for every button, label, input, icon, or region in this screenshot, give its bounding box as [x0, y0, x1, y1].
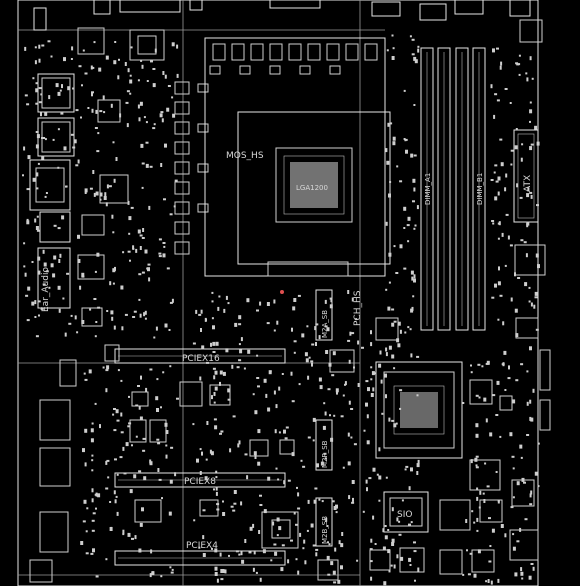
pcie-x16-slot[interactable]: [114, 348, 286, 364]
pciex4-label: PCIEX4: [186, 541, 218, 551]
mid-components: [131, 381, 299, 549]
top-connectors[interactable]: [33, 0, 531, 31]
mos-hs-label: MOS_HS: [226, 151, 264, 161]
chipset-pch[interactable]: [375, 361, 463, 459]
ear-audio-label: Ear_Audio: [41, 267, 51, 312]
vrm-phases-top: [209, 43, 378, 75]
pch-hs-label: PCH_HS: [353, 290, 363, 326]
left-components: [29, 99, 167, 583]
atx-power-connector[interactable]: [513, 129, 539, 223]
rear-io-panel[interactable]: [29, 27, 165, 309]
pciex8-label: PCIEX8: [184, 477, 216, 487]
m2a-label: M2A_SB: [321, 310, 329, 338]
pciex16-label: PCIEX16: [182, 354, 220, 364]
accent-marker: [280, 290, 284, 294]
cpu-socket-label: LGA1200: [296, 184, 328, 192]
dimm-slots[interactable]: [420, 47, 486, 331]
solder-pads: [22, 34, 540, 586]
super-io-chip[interactable]: [383, 491, 429, 533]
sio-label: SIO: [397, 510, 412, 520]
dimm-a1-label: DIMM_A1: [424, 173, 432, 205]
vrm-phases-left: [174, 81, 209, 255]
pcie-x4-slot[interactable]: [114, 550, 286, 566]
cpu-socket-area[interactable]: [204, 37, 391, 277]
atx-label: ATX: [523, 175, 533, 192]
dimm-b1-label: DIMM_B1: [476, 173, 484, 205]
m2-slots[interactable]: [315, 289, 333, 547]
chipset-neighbors: [329, 317, 513, 491]
right-edge-components: [509, 19, 551, 561]
board-outline: [17, 0, 539, 586]
bottom-components: [317, 499, 503, 581]
m2c-label: M2B_SB: [321, 516, 329, 544]
